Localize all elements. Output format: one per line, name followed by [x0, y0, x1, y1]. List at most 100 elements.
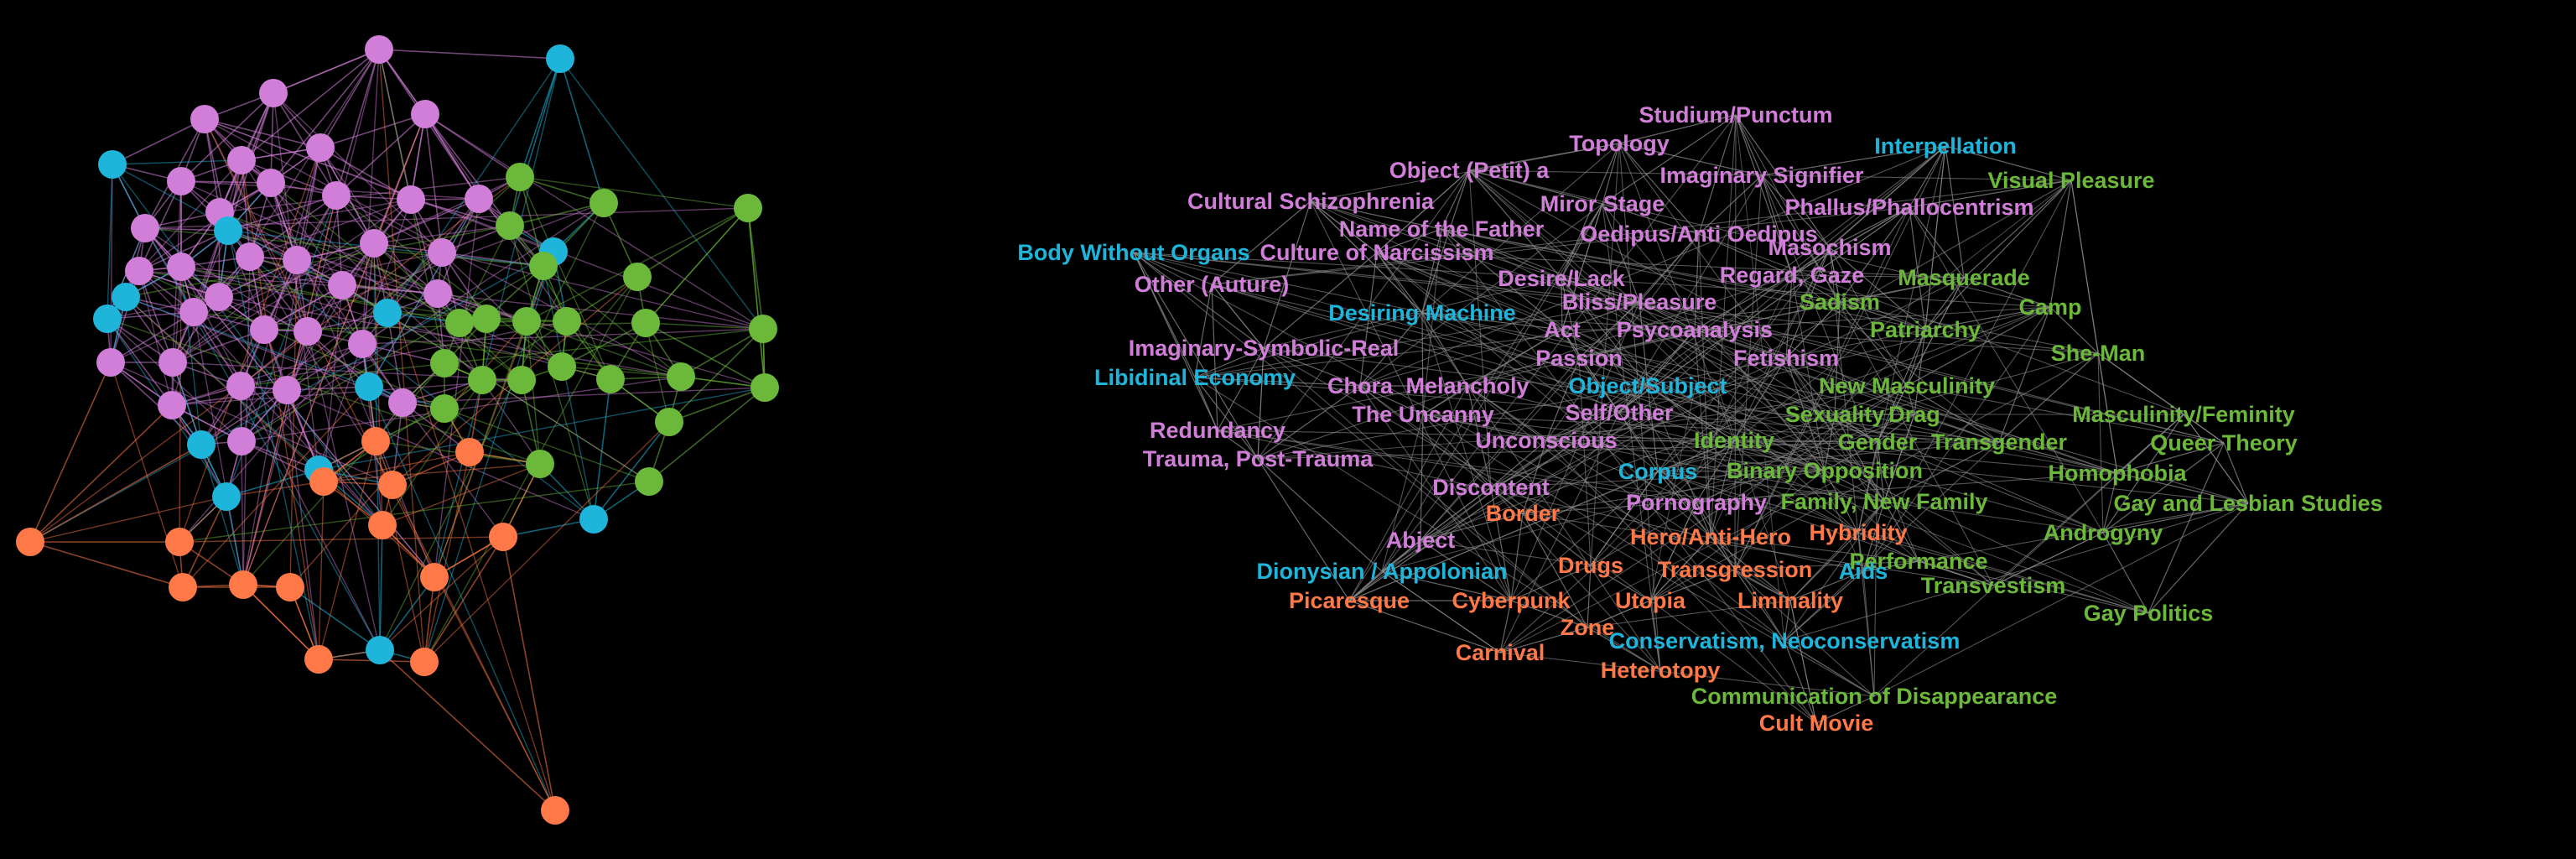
concept-edge — [1710, 469, 1742, 538]
network-node-purple — [131, 214, 159, 242]
concept-edge — [1381, 570, 1501, 653]
concept-edge — [1545, 385, 1649, 441]
concept-edge — [1510, 600, 1588, 628]
concept-edge — [1194, 377, 2000, 443]
network-edge — [182, 386, 370, 588]
network-node-green — [635, 467, 663, 496]
concept-edge — [2102, 532, 2149, 614]
network-node-purple — [257, 169, 285, 197]
network-edge — [242, 49, 380, 586]
concept-label: Identity — [1694, 428, 1774, 453]
network-node-purple — [423, 279, 452, 308]
network-edge — [241, 265, 544, 442]
concept-edge — [1857, 532, 1919, 562]
concept-edge — [1133, 252, 1588, 628]
network-edge — [521, 379, 541, 465]
network-node-purple — [365, 35, 393, 64]
concept-label: Masochism — [1768, 235, 1891, 260]
network-edge — [434, 251, 554, 578]
concept-label: Corpus — [1618, 459, 1698, 484]
concept-edge — [1883, 441, 2000, 502]
concept-edge — [1257, 458, 1350, 601]
network-node-green — [734, 194, 762, 222]
concept-edge — [1618, 145, 1946, 414]
concept-edge — [1420, 513, 1524, 541]
concept-edge — [1857, 532, 2149, 614]
concept-edge — [1310, 200, 1866, 474]
concept-edge — [1420, 306, 2051, 541]
network-edge — [226, 469, 319, 497]
network-node-green — [512, 307, 541, 336]
concept-label: Cultural Schizophrenia — [1187, 189, 1435, 214]
network-edge — [373, 242, 522, 381]
concept-edge — [1862, 306, 2051, 572]
concept-edge — [1618, 143, 1661, 671]
network-node-cyan — [546, 44, 574, 73]
concept-edge — [2148, 502, 2249, 614]
concept-edge — [1815, 695, 1875, 724]
network-node-purple — [167, 252, 195, 281]
network-edge — [509, 58, 561, 226]
concept-label: Desire/Lack — [1498, 266, 1626, 291]
network-edge — [424, 113, 511, 226]
concept-edge — [1381, 203, 1603, 572]
concept-edge — [1561, 278, 1580, 359]
concept-edge — [1420, 233, 1700, 541]
network-edge — [240, 331, 309, 387]
concept-edge — [1211, 284, 1649, 387]
concept-edge — [1862, 570, 1875, 697]
network-node-purple — [328, 271, 356, 299]
concept-edge — [1348, 206, 1910, 601]
concept-label: Masquerade — [1898, 265, 2030, 290]
network-edge — [180, 180, 272, 184]
network-edge — [29, 444, 202, 543]
concept-label: Gay and Lesbian Studies — [2113, 491, 2382, 516]
concept-edge — [1883, 414, 1915, 502]
concept-edge — [1257, 458, 1383, 572]
concept-edge — [1359, 203, 1603, 387]
network-edge — [392, 484, 556, 811]
concept-edge — [1133, 252, 1805, 431]
concept-edge — [1657, 471, 1697, 503]
concept-edge — [1359, 329, 1563, 387]
concept-edge — [1618, 143, 1700, 235]
network-node-purple — [190, 105, 219, 133]
concept-edge — [1468, 169, 1859, 534]
concept-edge — [1376, 252, 2149, 614]
network-node-orange — [410, 648, 439, 676]
network-edge — [227, 230, 439, 294]
concept-edge — [1376, 252, 1661, 671]
concept-edge — [1587, 600, 1651, 628]
network-node-green — [468, 366, 496, 394]
node-network-graph — [0, 0, 855, 859]
concept-edge — [1733, 440, 2118, 474]
network-edge — [402, 387, 766, 403]
concept-edge — [1602, 114, 1737, 205]
concept-edge — [1133, 252, 2051, 308]
concept-edge — [1618, 143, 1763, 176]
concept-label: Phallus/Phallocentrism — [1784, 195, 2033, 220]
network-edge — [240, 320, 568, 387]
network-edge — [444, 408, 650, 482]
concept-edge — [1468, 169, 2051, 308]
concept-edge — [1522, 513, 1592, 566]
concept-edge — [1602, 203, 1700, 235]
network-node-purple — [259, 79, 288, 107]
concept-edge — [2102, 442, 2225, 534]
network-node-purple — [226, 372, 255, 400]
concept-edge — [1784, 640, 1875, 697]
network-edge — [193, 92, 274, 313]
network-node-cyan — [93, 305, 122, 333]
concept-edge — [1791, 274, 1841, 303]
network-edge — [645, 207, 749, 324]
concept-label: Miror Stage — [1540, 191, 1665, 216]
concept-edge — [1359, 312, 1423, 387]
concept-edge — [1918, 560, 1994, 586]
concept-label: Sexuality — [1785, 402, 1885, 427]
concept-edge — [1133, 252, 2099, 354]
concept-edge — [1878, 500, 2104, 534]
concept-edge — [1217, 430, 1697, 503]
network-edge — [242, 113, 426, 586]
network-edge — [200, 389, 288, 445]
concept-label: Dionysian / Appolonian — [1256, 559, 1507, 584]
